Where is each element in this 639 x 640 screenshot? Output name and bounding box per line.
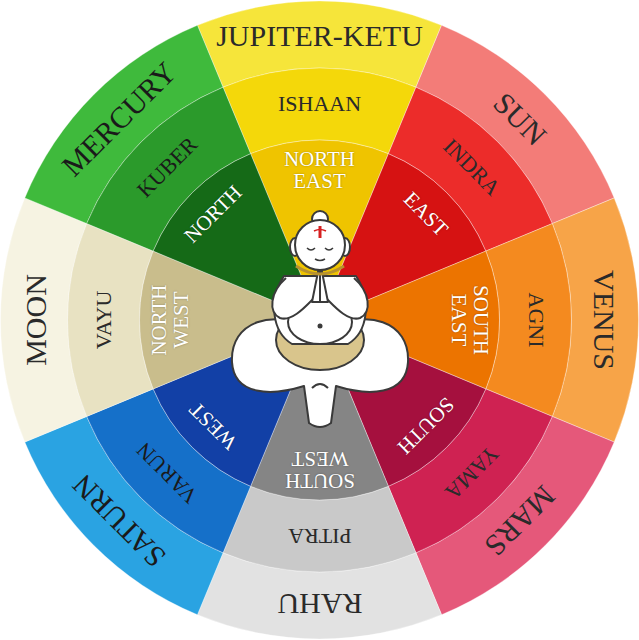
planet-label: RAHU bbox=[277, 588, 362, 620]
planet-label: JUPITER-KETU bbox=[216, 20, 423, 52]
direction-label: NORTH EAST bbox=[264, 148, 376, 192]
direction-label: NORTH WEST bbox=[147, 264, 191, 376]
sector-band bbox=[153, 154, 319, 320]
deity-label: VAYU bbox=[92, 291, 115, 350]
deity-label: ISHAAN bbox=[278, 92, 361, 115]
direction-label: SOUTH EAST bbox=[447, 264, 491, 376]
direction-label: SOUTH WEST bbox=[264, 448, 376, 492]
planet-label: VENUS bbox=[588, 270, 620, 370]
deity-label: AGNI bbox=[524, 293, 547, 348]
planet-label: MOON bbox=[20, 274, 52, 366]
deity-label: PITRA bbox=[288, 524, 352, 547]
